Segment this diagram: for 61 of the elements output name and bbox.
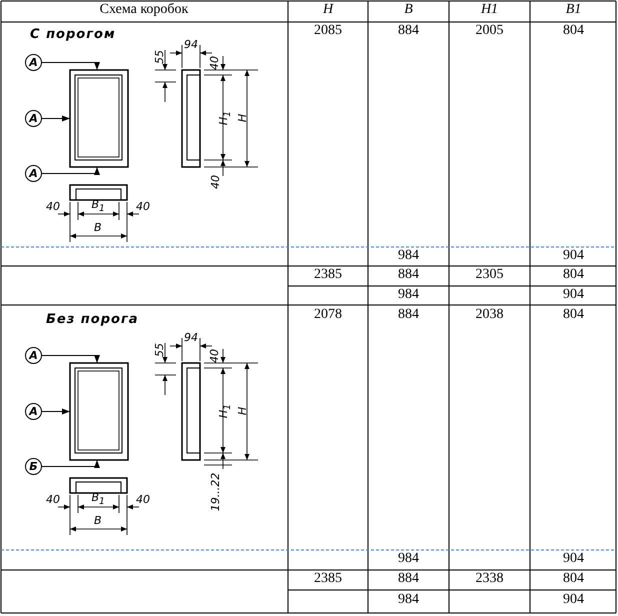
table-value: 984 xyxy=(397,287,420,303)
column-header: B1 xyxy=(564,2,582,18)
table-value: 804 xyxy=(562,307,585,323)
callout-letter: А xyxy=(25,110,42,127)
dimension-label: 19...22 xyxy=(210,472,222,512)
dimension-label: 94 xyxy=(184,39,198,51)
dimension-label: H xyxy=(237,406,250,416)
table-value: 2078 xyxy=(313,307,343,323)
callout-letter: А xyxy=(25,54,42,71)
dimension-label: 40 xyxy=(136,494,150,506)
table-value: 904 xyxy=(562,248,585,264)
table-value: 884 xyxy=(397,571,420,587)
table-value: 904 xyxy=(562,551,585,567)
table-value: 884 xyxy=(397,23,420,39)
table-value: 804 xyxy=(562,23,585,39)
door-frame-front-view xyxy=(69,362,129,461)
dimension-label: 94 xyxy=(184,332,198,344)
leader-line xyxy=(42,408,70,414)
leader-line xyxy=(42,460,100,468)
dimension-label: 40 xyxy=(210,175,222,189)
table-value: 984 xyxy=(397,248,420,264)
table-value: 2085 xyxy=(313,23,343,39)
table-value: 884 xyxy=(397,307,420,323)
table-value: 2038 xyxy=(474,307,504,323)
column-header: Схема коробок xyxy=(98,2,190,18)
dimension-label: B xyxy=(94,222,102,234)
dimension-label: H xyxy=(237,114,250,122)
table-value: 2305 xyxy=(474,267,504,283)
dimension-label: B xyxy=(94,515,102,527)
table-value: 2005 xyxy=(474,23,504,39)
table-value: 2338 xyxy=(474,571,504,587)
callout-letter: А xyxy=(25,403,42,420)
leader-line xyxy=(42,166,100,175)
door-frame-front-view xyxy=(69,69,129,168)
leader-line xyxy=(42,116,70,122)
column-header: H1 xyxy=(480,2,500,18)
table-value: 904 xyxy=(562,592,585,608)
dimension-label: 40 xyxy=(209,56,221,70)
callout-letter: А xyxy=(25,347,42,364)
table-value: 804 xyxy=(562,267,585,283)
table-value: 2385 xyxy=(313,571,343,587)
leader-line xyxy=(42,355,100,364)
dimension-label: 40 xyxy=(46,201,60,213)
table-value: 984 xyxy=(397,592,420,608)
drawing-title: С порогом xyxy=(30,27,116,42)
dimension-label: 40 xyxy=(136,201,150,213)
column-header: H xyxy=(322,2,335,18)
drawing-title: Без порога xyxy=(46,312,139,327)
table-value: 804 xyxy=(562,571,585,587)
dimension-label: 40 xyxy=(46,494,60,506)
table-value: 2385 xyxy=(313,267,343,283)
callout-letter: Б xyxy=(25,458,42,475)
dimension-label: 55 xyxy=(154,50,166,64)
dimension-label: 55 xyxy=(154,343,166,357)
dimension-label: 40 xyxy=(209,349,221,363)
table-value: 984 xyxy=(397,551,420,567)
callout-letter: А xyxy=(25,165,42,182)
column-header: B xyxy=(403,2,414,18)
table-value: 884 xyxy=(397,267,420,283)
leader-line xyxy=(42,62,100,70)
table-value: 904 xyxy=(562,287,585,303)
